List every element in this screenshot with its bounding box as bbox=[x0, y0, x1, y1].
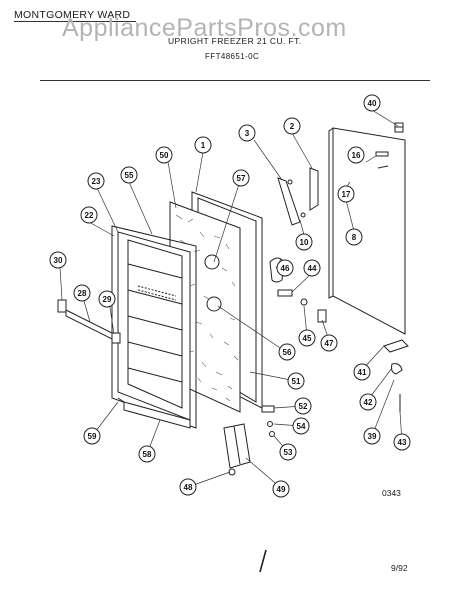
callout-label: 58 bbox=[143, 450, 152, 459]
callout-label: 52 bbox=[299, 402, 308, 411]
callout-22: 22 bbox=[80, 206, 98, 224]
diagram-title: UPRIGHT FREEZER 21 CU. FT. bbox=[168, 36, 302, 46]
callout-label: 17 bbox=[342, 190, 351, 199]
callout-label: 29 bbox=[103, 295, 112, 304]
footer-mark bbox=[259, 549, 267, 573]
callout-label: 59 bbox=[88, 432, 97, 441]
callout-label: 42 bbox=[364, 398, 373, 407]
callout-label: 44 bbox=[308, 264, 317, 273]
callout-45: 45 bbox=[298, 329, 316, 347]
callout-label: 48 bbox=[184, 483, 193, 492]
callout-label: 51 bbox=[292, 377, 301, 386]
watermark: AppliancePartsPros.com bbox=[62, 14, 347, 42]
callout-58: 58 bbox=[138, 445, 156, 463]
callout-label: 56 bbox=[283, 348, 292, 357]
callout-29: 29 bbox=[98, 290, 116, 308]
callout-label: 53 bbox=[284, 448, 293, 457]
brand-name: MONTGOMERY WARD bbox=[14, 9, 131, 21]
callout-label: 40 bbox=[368, 99, 377, 108]
callout-label: 43 bbox=[398, 438, 407, 447]
callout-10: 10 bbox=[295, 233, 313, 251]
callout-54: 54 bbox=[292, 417, 310, 435]
callout-16: 16 bbox=[347, 146, 365, 164]
callout-41: 41 bbox=[353, 363, 371, 381]
door-liner bbox=[111, 225, 197, 429]
callout-label: 39 bbox=[368, 432, 377, 441]
diagram-date: 9/92 bbox=[391, 563, 408, 573]
callout-56: 56 bbox=[278, 343, 296, 361]
callout-52: 52 bbox=[294, 397, 312, 415]
callout-label: 50 bbox=[160, 151, 169, 160]
callout-label: 30 bbox=[54, 256, 63, 265]
callout-57: 57 bbox=[232, 169, 250, 187]
callout-51: 51 bbox=[287, 372, 305, 390]
door-shelf-bar bbox=[57, 299, 121, 344]
callout-50: 50 bbox=[155, 146, 173, 164]
header-underline bbox=[14, 21, 136, 22]
callout-label: 55 bbox=[125, 171, 134, 180]
callout-48: 48 bbox=[179, 478, 197, 496]
callout-3: 3 bbox=[238, 124, 256, 142]
callout-2: 2 bbox=[283, 117, 301, 135]
callout-8: 8 bbox=[345, 228, 363, 246]
callout-42: 42 bbox=[359, 393, 377, 411]
callout-label: 10 bbox=[300, 238, 309, 247]
callout-label: 57 bbox=[237, 174, 246, 183]
callout-46: 46 bbox=[276, 259, 294, 277]
callout-30: 30 bbox=[49, 251, 67, 269]
callout-40: 40 bbox=[363, 94, 381, 112]
callout-label: 1 bbox=[201, 141, 206, 150]
callout-label: 22 bbox=[85, 211, 94, 220]
bottom-cover bbox=[123, 401, 191, 429]
callout-label: 49 bbox=[277, 485, 286, 494]
leader-lines bbox=[59, 109, 403, 489]
callout-label: 41 bbox=[358, 368, 367, 377]
callout-23: 23 bbox=[87, 172, 105, 190]
callout-49: 49 bbox=[272, 480, 290, 498]
callout-28: 28 bbox=[73, 284, 91, 302]
callout-label: 23 bbox=[92, 177, 101, 186]
callout-label: 45 bbox=[303, 334, 312, 343]
callout-label: 3 bbox=[245, 129, 250, 138]
callout-label: 54 bbox=[297, 422, 306, 431]
hinge-cap bbox=[394, 122, 404, 133]
callout-39: 39 bbox=[363, 427, 381, 445]
callout-label: 8 bbox=[352, 233, 357, 242]
outer-door-panel bbox=[328, 127, 406, 335]
callout-53: 53 bbox=[279, 443, 297, 461]
callout-47: 47 bbox=[320, 334, 338, 352]
callout-59: 59 bbox=[83, 427, 101, 445]
callout-label: 28 bbox=[78, 289, 87, 298]
callout-44: 44 bbox=[303, 259, 321, 277]
callout-label: 47 bbox=[325, 339, 334, 348]
model-number: FFT48651-0C bbox=[205, 52, 260, 61]
callout-1: 1 bbox=[194, 136, 212, 154]
hinge-bracket bbox=[223, 423, 251, 469]
callout-label: 46 bbox=[281, 264, 290, 273]
callout-label: 16 bbox=[352, 151, 361, 160]
callout-17: 17 bbox=[337, 185, 355, 203]
callout-label: 2 bbox=[290, 122, 295, 131]
door-handle bbox=[277, 167, 319, 226]
callout-55: 55 bbox=[120, 166, 138, 184]
diagram-code: 0343 bbox=[382, 488, 401, 498]
callout-43: 43 bbox=[393, 433, 411, 451]
header-divider bbox=[40, 80, 430, 81]
